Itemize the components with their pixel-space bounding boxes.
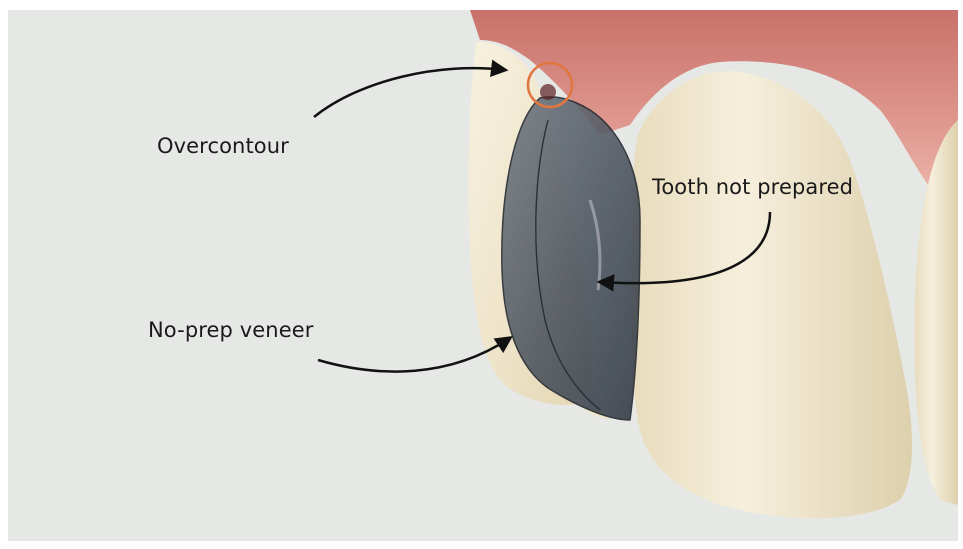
overcontour-label: Overcontour (157, 134, 289, 158)
tooth-not-prepared-label: Tooth not prepared (652, 175, 853, 199)
no-prep-veneer-label: No-prep veneer (148, 318, 313, 342)
overcontour-dark-spot (540, 84, 556, 100)
